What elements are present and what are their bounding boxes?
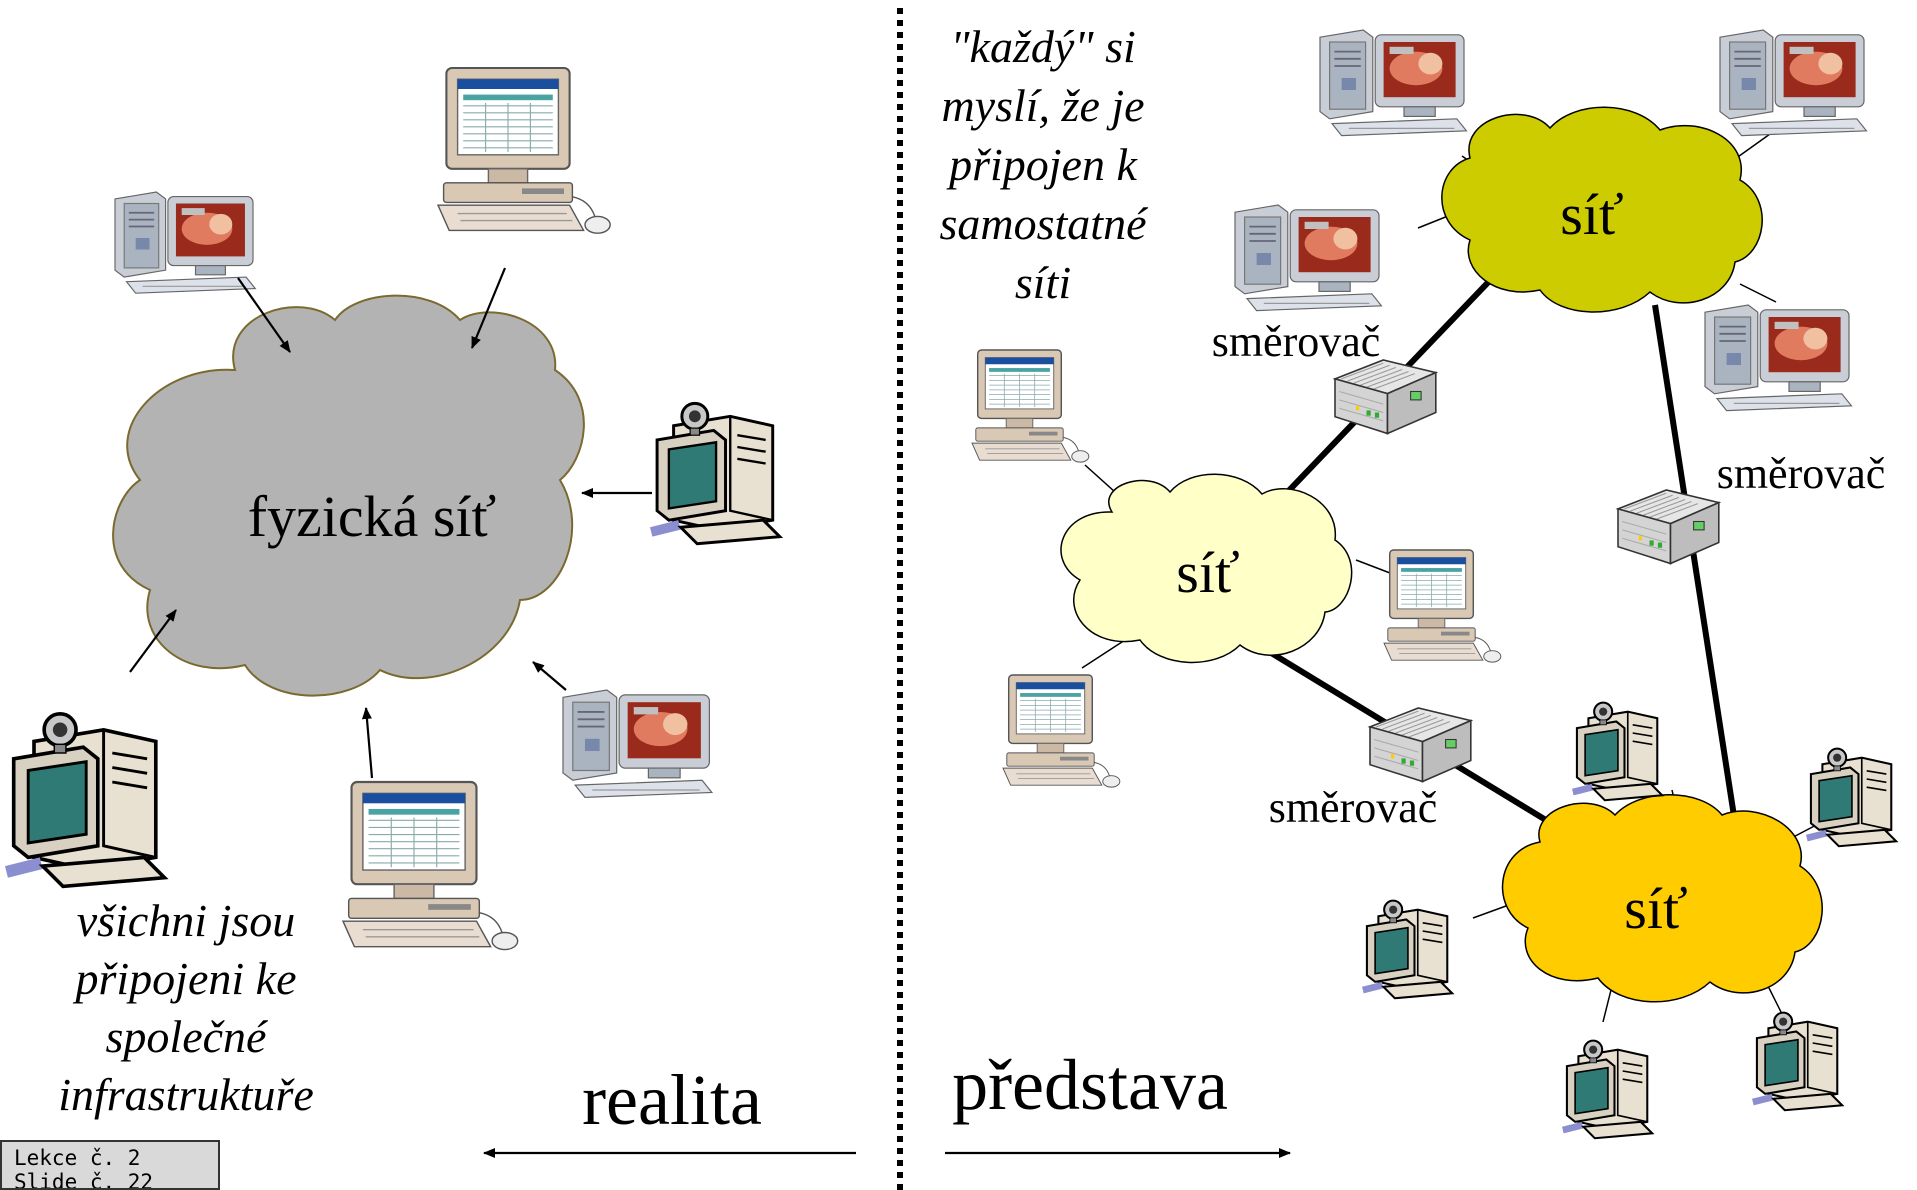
- network-cloud-pale: [1060, 473, 1353, 664]
- photo-desktop-icon: [1719, 29, 1868, 137]
- webcam-computer-icon: [648, 401, 782, 546]
- network-cloud-olive: [1441, 106, 1763, 313]
- svg-text:samostatné: samostatné: [940, 198, 1150, 249]
- svg-text:myslí, že je: myslí, že je: [941, 80, 1144, 131]
- left-caption: všichni jsou připojeni ke společné infra…: [58, 895, 314, 1120]
- webcam-computer-icon: [1560, 1039, 1654, 1140]
- workstation-icon: [1002, 674, 1121, 788]
- photo-desktop-icon: [1319, 29, 1468, 137]
- svg-text:síti: síti: [1015, 257, 1071, 308]
- physical-network-cloud: [112, 294, 585, 697]
- svg-text:připojen k: připojen k: [946, 139, 1138, 190]
- webcam-computer-icon: [1804, 747, 1898, 848]
- perception-label: představa: [952, 1045, 1228, 1125]
- photo-desktop-icon: [114, 191, 257, 295]
- physical-network-label: fyzická síť: [248, 484, 497, 549]
- svg-text:"každý" si: "každý" si: [950, 21, 1136, 72]
- webcam-computer-icon: [1360, 899, 1454, 1000]
- reality-label: realita: [582, 1060, 762, 1140]
- workstation-icon: [971, 349, 1090, 463]
- photo-desktop-icon: [562, 689, 713, 799]
- workstation-icon: [436, 66, 612, 235]
- router-label: směrovač: [1212, 317, 1381, 366]
- workstation-icon: [341, 780, 519, 951]
- network-label-olive: síť: [1560, 182, 1623, 247]
- router-label: směrovač: [1269, 783, 1438, 832]
- svg-text:společné: společné: [106, 1011, 270, 1062]
- svg-text:připojeni ke: připojeni ke: [73, 953, 297, 1004]
- photo-desktop-icon: [1234, 204, 1383, 312]
- network-label-pale: síť: [1176, 540, 1239, 605]
- webcam-computer-icon: [1750, 1011, 1844, 1112]
- network-label-gold: síť: [1624, 876, 1687, 941]
- router-icon: [1617, 489, 1720, 565]
- svg-text:infrastruktuře: infrastruktuře: [58, 1069, 314, 1120]
- svg-text:všichni jsou: všichni jsou: [77, 895, 295, 946]
- webcam-computer-icon: [1570, 701, 1664, 802]
- webcam-computer-icon: [3, 712, 167, 889]
- workstation-icon: [1383, 549, 1502, 663]
- photo-desktop-icon: [1704, 304, 1853, 412]
- connection-arrows: [129, 267, 652, 779]
- right-caption: "každý" si myslí, že je připojen k samos…: [940, 21, 1150, 308]
- router-label: směrovač: [1717, 449, 1886, 498]
